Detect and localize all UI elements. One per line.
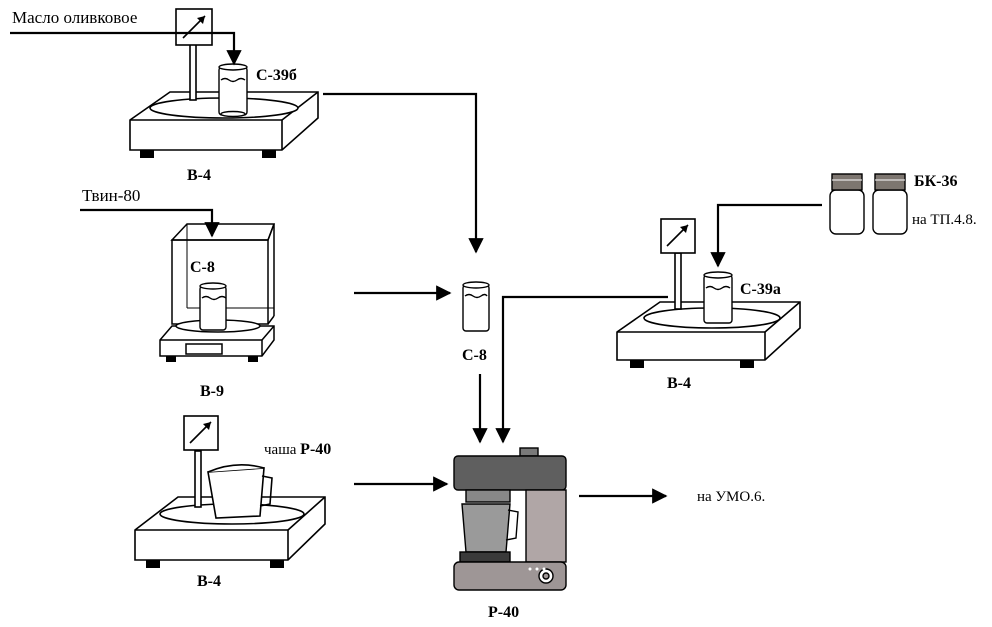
label-mixer-p40: Р-40 xyxy=(488,604,519,621)
vessel-c8-center xyxy=(463,282,489,331)
label-scale-b4-top: В-4 xyxy=(187,167,211,184)
arrow-bk36-to-c39a xyxy=(718,205,822,266)
arrow-c39b-to-c8 xyxy=(323,94,476,252)
label-jar-source: на ТП.4.8. xyxy=(912,212,977,228)
flow-arrows xyxy=(10,33,822,496)
label-bowl-prefix: чаша xyxy=(264,442,297,458)
vessel-c39a xyxy=(704,272,732,323)
label-scale-b4-bottom: В-4 xyxy=(197,573,221,590)
label-bowl: чаша Р-40 xyxy=(264,441,331,458)
label-bowl-code: Р-40 xyxy=(300,441,331,458)
label-c39b: С-39б xyxy=(256,67,297,84)
vessel-c8-balance xyxy=(200,283,226,330)
mixer-p40 xyxy=(454,448,566,590)
label-c39a: С-39а xyxy=(740,281,781,298)
label-c8-center: С-8 xyxy=(462,347,487,364)
label-tween: Твин-80 xyxy=(82,186,140,205)
label-c8-balance: С-8 xyxy=(190,259,215,276)
jars-bk36 xyxy=(830,174,907,234)
arrow-tween xyxy=(80,210,212,236)
label-olive-oil: Масло оливковое xyxy=(12,8,137,27)
vessel-c39b xyxy=(219,64,247,117)
label-scale-b4-right: В-4 xyxy=(667,375,691,392)
label-balance-b9: В-9 xyxy=(200,383,224,400)
label-output: на УМО.6. xyxy=(697,489,765,505)
label-bk36: БК-36 xyxy=(914,173,958,190)
